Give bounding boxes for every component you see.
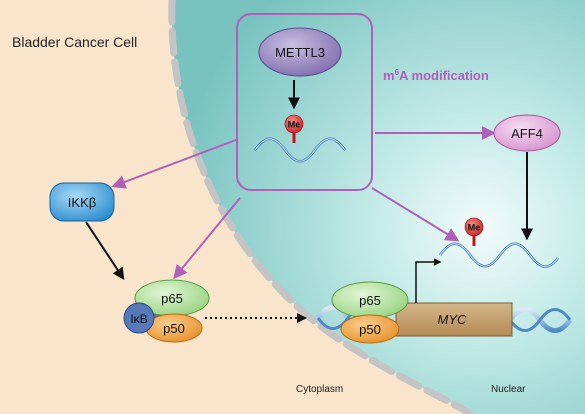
cell-label: Bladder Cancer Cell: [12, 34, 137, 50]
nuclear-label: Nuclear: [491, 384, 526, 395]
mettl3-label: METTL3: [275, 45, 325, 60]
ikkb-node[interactable]: [49, 182, 115, 222]
aff4-node[interactable]: [493, 114, 561, 152]
p50-nuc-label: p50: [359, 322, 381, 337]
rna-strand-box: [253, 137, 347, 163]
modification-label: m6A modification: [383, 68, 489, 83]
p50-cyto-label: p50: [163, 321, 185, 336]
arrow-to-myc-rna: [371, 187, 460, 242]
arrow-to-ikkb: [111, 139, 237, 189]
modification-superscript: 6: [395, 68, 400, 77]
ikb-body: [123, 302, 155, 334]
myc-gene[interactable]: [395, 302, 513, 337]
me-mark-box-label: Me: [288, 120, 301, 130]
mettl3-node[interactable]: [258, 27, 342, 77]
aff4-label: AFF4: [511, 126, 543, 141]
p65-nuc-label: p65: [359, 293, 381, 308]
me-mark-mrna-label: Me: [468, 223, 481, 233]
cytoplasm-label: Cytoplasm: [296, 384, 343, 395]
me-mark-mrna: [464, 217, 484, 237]
arrow-to-p65: [173, 197, 241, 280]
ikkb-label: IKKβ: [68, 195, 96, 210]
modification-rest: A modification: [399, 68, 489, 83]
me-mark-box: [284, 114, 304, 134]
p50-nuc-node[interactable]: [340, 314, 400, 344]
ikkb-arrow: [85, 221, 125, 281]
mettl3-complex-box: [236, 13, 373, 191]
p65-cyto-label: p65: [161, 291, 183, 306]
myc-mrna-strand: [438, 242, 559, 268]
ikb-label: IκB: [130, 312, 147, 326]
modification-prefix: m: [383, 68, 395, 83]
myc-label: MYC: [438, 312, 468, 327]
nuclear-membrane: [168, 0, 474, 414]
transcription-start-arrow: [415, 258, 442, 303]
